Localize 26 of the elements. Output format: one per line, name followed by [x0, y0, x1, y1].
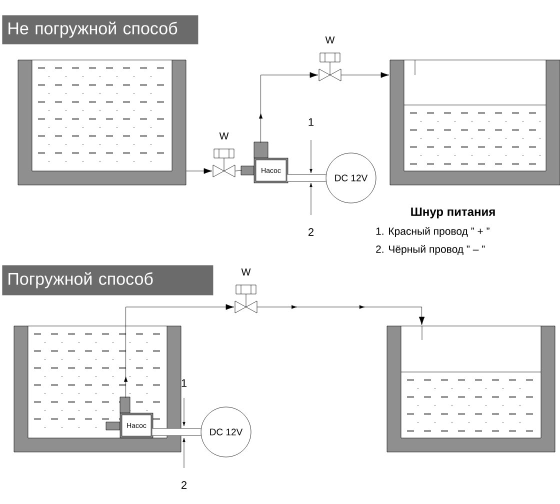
- valve-label: W: [241, 268, 251, 276]
- valve-label: W: [325, 36, 335, 44]
- cable-legend-item: 1. Красный провод ” + ”: [376, 227, 490, 237]
- pipe-arrow: [258, 72, 318, 143]
- power-cable: [152, 428, 201, 436]
- tank: [18, 60, 186, 186]
- valve-symbol: [212, 148, 236, 178]
- dimension-label: 1: [308, 118, 314, 126]
- heading-banner: Погружной способ: [2, 265, 214, 296]
- dimension-label: 1: [182, 379, 187, 387]
- power-cable: [287, 174, 326, 182]
- pipe-arrow: [257, 305, 425, 326]
- pipe-arrow: [341, 72, 390, 78]
- pipe-arrow: [186, 168, 212, 174]
- dimension-label: 2: [308, 228, 314, 236]
- cable-legend-item: 2. Чёрный провод ” – ”: [376, 245, 485, 255]
- pipe-arrow: [124, 304, 234, 398]
- valve-symbol: [234, 284, 258, 314]
- dimension-label: 2: [182, 481, 186, 489]
- tank: [386, 326, 556, 452]
- tank: [390, 60, 560, 186]
- valve-symbol: [318, 52, 342, 82]
- cable-legend-title: Шнур питания: [411, 208, 495, 218]
- tank: [14, 326, 182, 452]
- valve-label: W: [219, 132, 229, 140]
- heading-banner: Не погружной способ: [2, 15, 198, 44]
